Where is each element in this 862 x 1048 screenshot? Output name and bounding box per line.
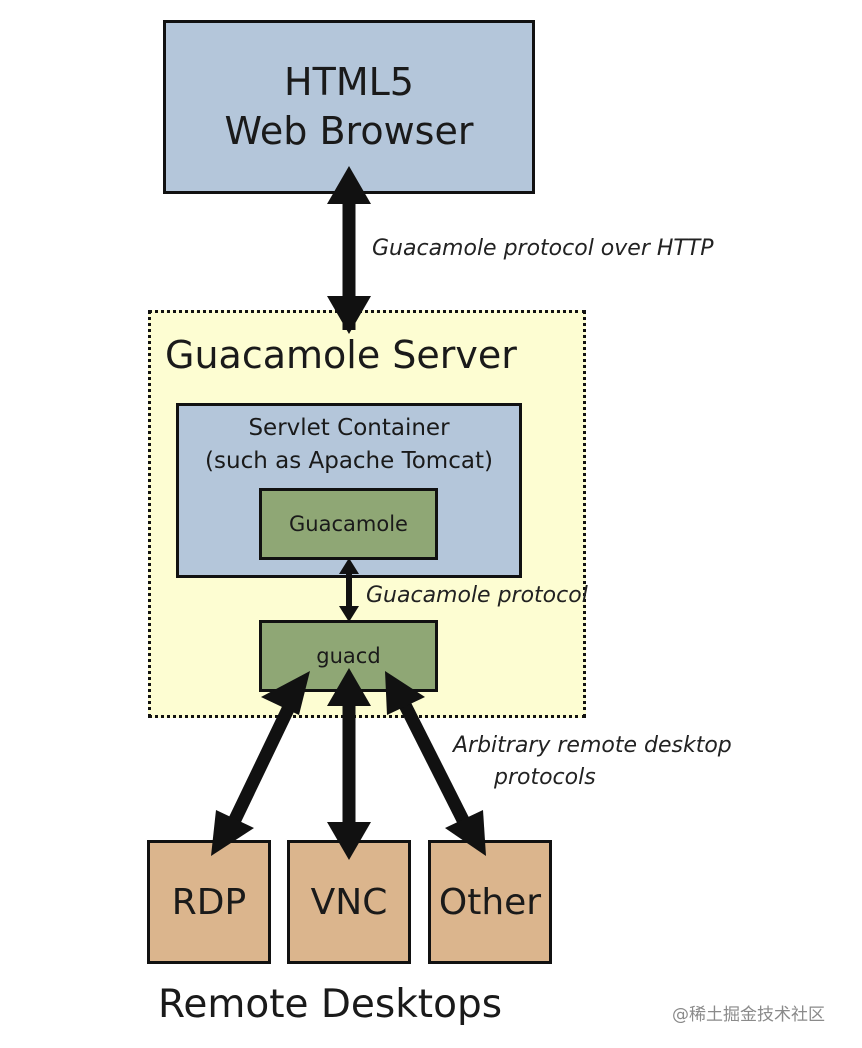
browser-server-arrow — [327, 166, 371, 334]
watermark: @稀土掘金技术社区 — [672, 1005, 825, 1025]
guacamole-box: Guacamole — [259, 488, 438, 560]
guacd-vnc-arrow — [327, 668, 371, 860]
guacamole-label: Guacamole — [289, 512, 408, 536]
remote-protocols-label-1: Arbitrary remote desktop — [453, 733, 732, 758]
guacamole-protocol-label: Guacamole protocol — [366, 583, 588, 608]
remote-desktops-title: Remote Desktops — [158, 982, 503, 1027]
server-title: Guacamole Server — [165, 333, 517, 377]
rdp-box: RDP — [147, 840, 271, 964]
guacd-other-arrow — [385, 671, 486, 856]
other-box: Other — [428, 840, 552, 964]
vnc-box: VNC — [287, 840, 411, 964]
remote-protocols-label-2: protocols — [494, 765, 596, 790]
other-label: Other — [438, 881, 542, 923]
vnc-label: VNC — [310, 881, 388, 923]
browser-line-2: Web Browser — [224, 109, 474, 153]
guacamole-guacd-arrow — [339, 558, 359, 622]
rdp-label: RDP — [171, 881, 247, 923]
guacd-label: guacd — [316, 644, 381, 668]
servlet-line-1: Servlet Container — [248, 415, 450, 441]
servlet-line-2: (such as Apache Tomcat) — [205, 448, 493, 475]
browser-server-protocol-label: Guacamole protocol over HTTP — [372, 236, 714, 261]
guacd-rdp-arrow — [211, 671, 310, 856]
browser-line-1: HTML5 — [284, 59, 414, 104]
